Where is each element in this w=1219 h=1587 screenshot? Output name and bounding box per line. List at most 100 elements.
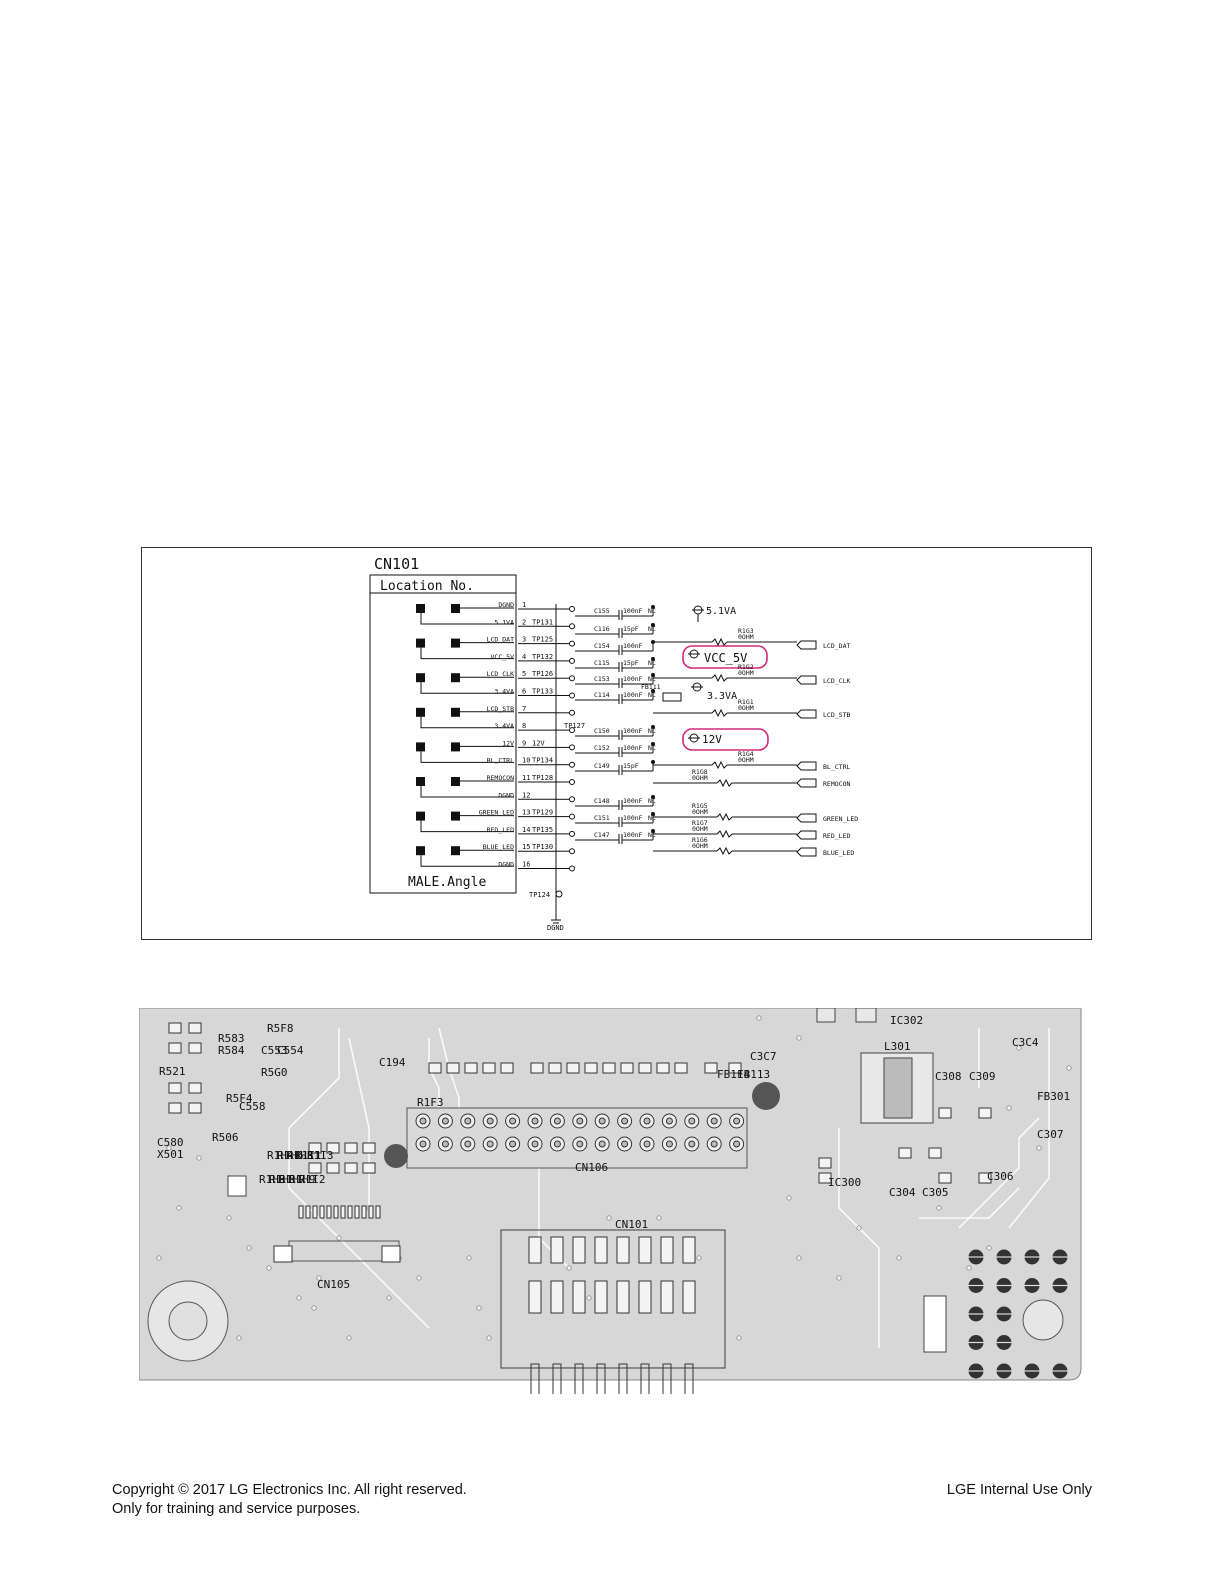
connector-pad bbox=[451, 811, 460, 821]
connector-pad bbox=[416, 604, 425, 613]
silkscreen-r521: R521 bbox=[159, 1065, 186, 1078]
smd-component bbox=[344, 1162, 358, 1174]
svg-text:R1G8: R1G8 bbox=[692, 768, 708, 776]
silkscreen-c306: C306 bbox=[987, 1170, 1014, 1183]
smd-component bbox=[188, 1082, 202, 1094]
via bbox=[1016, 1045, 1022, 1051]
pin-number: 1 bbox=[522, 601, 526, 609]
connector-pad bbox=[451, 777, 460, 786]
connector-lead bbox=[596, 1363, 606, 1394]
header-pin-drill bbox=[643, 1117, 651, 1125]
header-pin-drill bbox=[733, 1140, 741, 1148]
connector-pad bbox=[550, 1236, 564, 1264]
fpc-pin bbox=[340, 1205, 346, 1219]
fpc-pin bbox=[305, 1205, 311, 1219]
silkscreen-r1h4: R1H4 bbox=[267, 1149, 294, 1162]
connector-lead bbox=[662, 1363, 672, 1394]
silkscreen-fb114: FB114 bbox=[717, 1068, 750, 1081]
silkscreen-r506: R506 bbox=[212, 1131, 239, 1144]
via bbox=[606, 1215, 612, 1221]
via bbox=[736, 1335, 742, 1341]
silkscreen-r5f8: R5F8 bbox=[267, 1022, 294, 1035]
ground-label: DGND bbox=[547, 924, 564, 932]
svg-text:R1G7: R1G7 bbox=[692, 819, 708, 827]
header-pin-drill bbox=[486, 1140, 494, 1148]
output-label: RED_LED bbox=[823, 832, 850, 840]
svg-text:0OHM: 0OHM bbox=[692, 808, 708, 816]
output-label: BLUE_LED bbox=[823, 849, 854, 857]
pin-number: 4 bbox=[522, 653, 526, 661]
smd-component bbox=[500, 1062, 514, 1074]
svg-text:C116: C116 bbox=[594, 625, 610, 633]
smd-component bbox=[188, 1022, 202, 1034]
pin-name: DGND bbox=[498, 791, 514, 799]
smd-component bbox=[938, 1107, 952, 1119]
pin-number: 3 bbox=[522, 636, 526, 644]
smd-component bbox=[620, 1062, 634, 1074]
svg-text:100nF: 100nF bbox=[623, 797, 643, 805]
header-pin-drill bbox=[733, 1117, 741, 1125]
silkscreen-c558: C558 bbox=[239, 1100, 266, 1113]
svg-text:NC: NC bbox=[648, 744, 656, 752]
test-point-label: TP132 bbox=[532, 653, 553, 661]
pin-name: REMOCON bbox=[487, 774, 514, 782]
pin-number: 9 bbox=[522, 739, 526, 747]
logo-mark-left bbox=[384, 1144, 408, 1168]
svg-text:R1G1: R1G1 bbox=[738, 698, 754, 706]
location-header: Location No. bbox=[380, 579, 474, 594]
connector-pad bbox=[451, 742, 460, 752]
header-pin-drill bbox=[576, 1117, 584, 1125]
svg-text:FB111: FB111 bbox=[641, 683, 661, 691]
smd-component bbox=[326, 1162, 340, 1174]
svg-text:NC: NC bbox=[648, 797, 656, 805]
smd-component bbox=[818, 1172, 832, 1184]
via bbox=[966, 1265, 972, 1271]
svg-text:C154: C154 bbox=[594, 642, 610, 650]
output-label: LCD_DAT bbox=[823, 642, 850, 650]
smd-component bbox=[428, 1062, 442, 1074]
via bbox=[796, 1255, 802, 1261]
svg-text:100nF: 100nF bbox=[623, 727, 643, 735]
header-pin-drill bbox=[688, 1140, 696, 1148]
fpc-pin bbox=[347, 1205, 353, 1219]
silkscreen-r1h9: R1H9 bbox=[289, 1173, 316, 1186]
connector-lead bbox=[684, 1363, 694, 1394]
connector-pad bbox=[416, 777, 425, 786]
smd-component bbox=[674, 1062, 688, 1074]
pin-number: 8 bbox=[522, 722, 526, 730]
via bbox=[756, 1015, 762, 1021]
test-point-label: TP128 bbox=[532, 774, 553, 782]
header-pin-drill bbox=[553, 1117, 561, 1125]
silkscreen-cn101: CN101 bbox=[615, 1218, 648, 1231]
via bbox=[936, 1205, 942, 1211]
rail-vcc5v: VCC_5V bbox=[688, 649, 747, 665]
smd-parts bbox=[168, 1022, 992, 1184]
rail-3v3a: 3.3VA FB111 bbox=[641, 682, 737, 702]
svg-text:NC: NC bbox=[648, 814, 656, 822]
svg-text:15pF: 15pF bbox=[623, 659, 639, 667]
output-label: LCD_CLK bbox=[823, 677, 850, 685]
smd-component bbox=[602, 1062, 616, 1074]
via bbox=[296, 1295, 302, 1301]
output-label: GREEN_LED bbox=[823, 815, 858, 823]
resistor-network: R1G30OHMR1G20OHMR1G10OHMR1G40OHMR1G80OHM… bbox=[653, 627, 797, 856]
connector-pad bbox=[451, 707, 460, 717]
svg-text:C148: C148 bbox=[594, 797, 610, 805]
svg-text:C150: C150 bbox=[594, 727, 610, 735]
silkscreen-r1h3: R1H3 bbox=[259, 1173, 286, 1186]
right-pad-array bbox=[968, 1249, 1068, 1379]
